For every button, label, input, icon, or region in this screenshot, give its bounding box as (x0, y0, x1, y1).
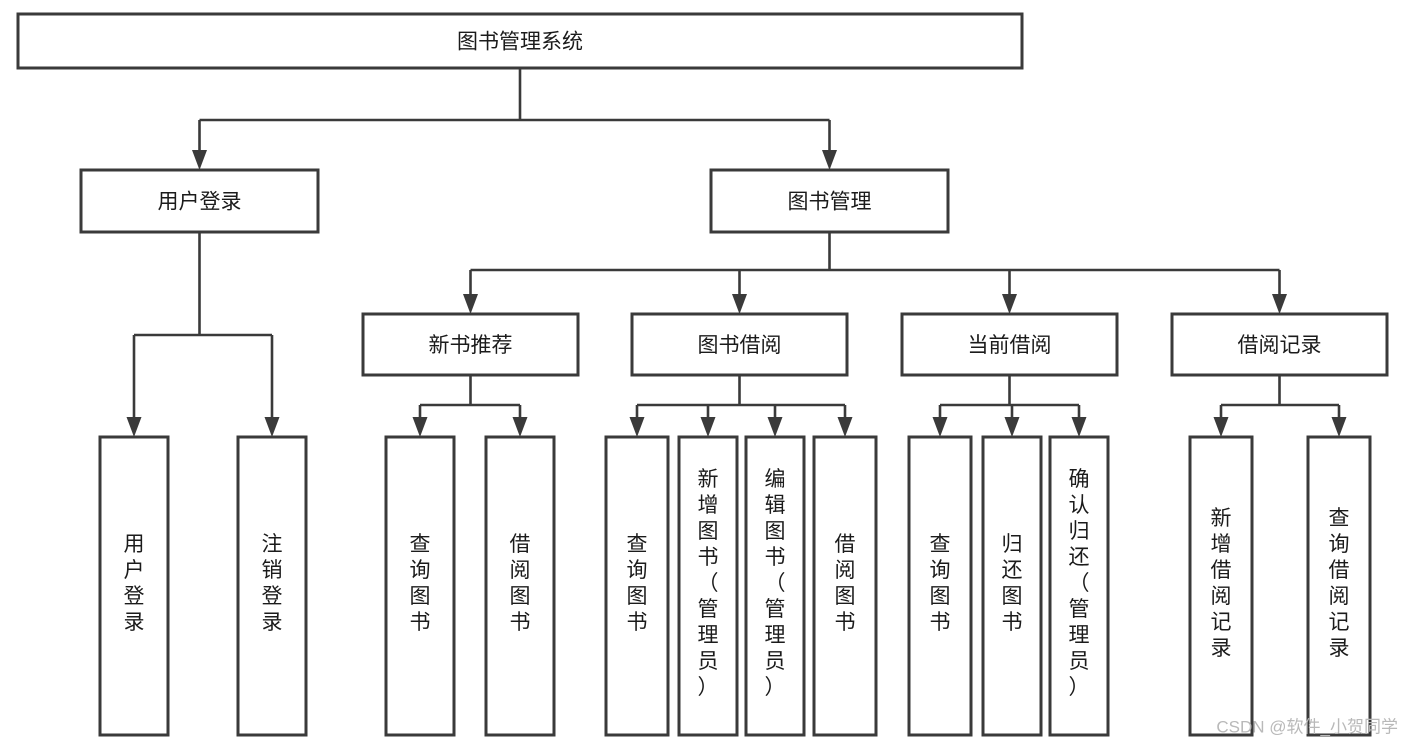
connector-图书借阅-1-arrowhead-2 (767, 417, 783, 437)
node-box (981, 435, 1043, 737)
csdn-watermark: CSDN @软件_小贺同学 (1216, 717, 1398, 736)
node-leaf-编辑图书管理员-6[interactable]: 编辑图书（管理员） (744, 435, 806, 737)
connector-图书借阅-1-arrowhead-3 (837, 417, 853, 437)
node-l2-用户登录-0[interactable]: 用户登录 (79, 168, 320, 234)
node-leaf-归还图书-9[interactable]: 归还图书 (981, 435, 1043, 737)
node-l3-图书借阅-1[interactable]: 图书借阅 (630, 312, 849, 377)
node-box (98, 435, 170, 737)
node-label: 注销登录 (262, 533, 283, 634)
node-label: 查询图书 (930, 533, 951, 634)
node-leaf-新增图书管理员-5[interactable]: 新增图书（管理员） (677, 435, 739, 737)
node-leaf-借阅图书-3[interactable]: 借阅图书 (484, 435, 556, 737)
connectors-layer (126, 68, 1347, 437)
connector-books-arrowhead-0 (463, 294, 478, 314)
connector-books-arrowhead-2 (1002, 294, 1017, 314)
node-box (907, 435, 973, 737)
node-label: 查询图书 (627, 533, 648, 634)
connector-图书借阅-1-arrowhead-1 (700, 417, 716, 437)
node-leaf-借阅图书-7[interactable]: 借阅图书 (812, 435, 878, 737)
node-box (1306, 435, 1372, 737)
node-label: 图书借阅 (698, 334, 782, 357)
connector-当前借阅-2-arrowhead-0 (932, 417, 948, 437)
connector-books-arrowhead-3 (1272, 294, 1287, 314)
node-box (1048, 435, 1110, 737)
node-label: 确认归还（管理员） (1069, 468, 1090, 699)
connector-login-arrowhead-0 (126, 417, 142, 437)
node-leaf-用户登录-0[interactable]: 用户登录 (98, 435, 170, 737)
node-label: 用户登录 (124, 533, 145, 634)
node-label: 借阅图书 (510, 533, 531, 634)
node-l2-图书管理-1[interactable]: 图书管理 (709, 168, 950, 234)
node-box (16, 12, 1024, 70)
connector-借阅记录-3-arrowhead-1 (1331, 417, 1347, 437)
node-label: 图书管理 (788, 191, 872, 214)
connector-books-arrowhead-1 (732, 294, 747, 314)
node-box (1170, 312, 1389, 377)
node-leaf-新增借阅记录-11[interactable]: 新增借阅记录 (1188, 435, 1254, 737)
nodes-layer: 图书管理系统用户登录图书管理新书推荐图书借阅当前借阅借阅记录用户登录注销登录查询… (16, 12, 1389, 737)
node-label: 借阅图书 (835, 533, 856, 634)
node-root-图书管理系统-0[interactable]: 图书管理系统 (16, 12, 1024, 70)
node-label: 查询借阅记录 (1329, 507, 1350, 660)
connector-新书推荐-0-arrowhead-0 (412, 417, 428, 437)
node-label: 编辑图书（管理员） (765, 468, 786, 699)
node-label: 借阅记录 (1238, 334, 1322, 357)
node-label: 新书推荐 (429, 334, 513, 357)
node-leaf-查询借阅记录-12[interactable]: 查询借阅记录 (1306, 435, 1372, 737)
connector-当前借阅-2-arrowhead-2 (1071, 417, 1087, 437)
connector-login-arrowhead-1 (264, 417, 280, 437)
node-label: 新增借阅记录 (1211, 507, 1232, 660)
node-box (744, 435, 806, 737)
connector-图书借阅-1-arrowhead-0 (629, 417, 645, 437)
connector-新书推荐-0-arrowhead-1 (512, 417, 528, 437)
node-label: 当前借阅 (968, 334, 1052, 357)
node-label: 图书管理系统 (457, 31, 583, 54)
node-box (900, 312, 1119, 377)
node-leaf-查询图书-4[interactable]: 查询图书 (604, 435, 670, 737)
node-box (484, 435, 556, 737)
node-label: 归还图书 (1002, 533, 1023, 634)
node-l3-当前借阅-2[interactable]: 当前借阅 (900, 312, 1119, 377)
connector-当前借阅-2-arrowhead-1 (1004, 417, 1020, 437)
node-leaf-查询图书-2[interactable]: 查询图书 (384, 435, 456, 737)
node-box (236, 435, 308, 737)
node-box (384, 435, 456, 737)
node-label: 查询图书 (410, 533, 431, 634)
node-box (677, 435, 739, 737)
connector-借阅记录-3-arrowhead-0 (1213, 417, 1229, 437)
node-l3-新书推荐-0[interactable]: 新书推荐 (361, 312, 580, 377)
node-box (79, 168, 320, 234)
connector-root-arrowhead-0 (192, 150, 207, 170)
node-box (1188, 435, 1254, 737)
node-label: 用户登录 (158, 191, 242, 214)
node-box (604, 435, 670, 737)
node-leaf-查询图书-8[interactable]: 查询图书 (907, 435, 973, 737)
node-box (709, 168, 950, 234)
node-box (361, 312, 580, 377)
node-box (630, 312, 849, 377)
node-box (812, 435, 878, 737)
connector-root-arrowhead-1 (822, 150, 837, 170)
node-l3-借阅记录-3[interactable]: 借阅记录 (1170, 312, 1389, 377)
node-label: 新增图书（管理员） (698, 468, 719, 699)
node-leaf-注销登录-1[interactable]: 注销登录 (236, 435, 308, 737)
node-leaf-确认归还管理员-10[interactable]: 确认归还（管理员） (1048, 435, 1110, 737)
